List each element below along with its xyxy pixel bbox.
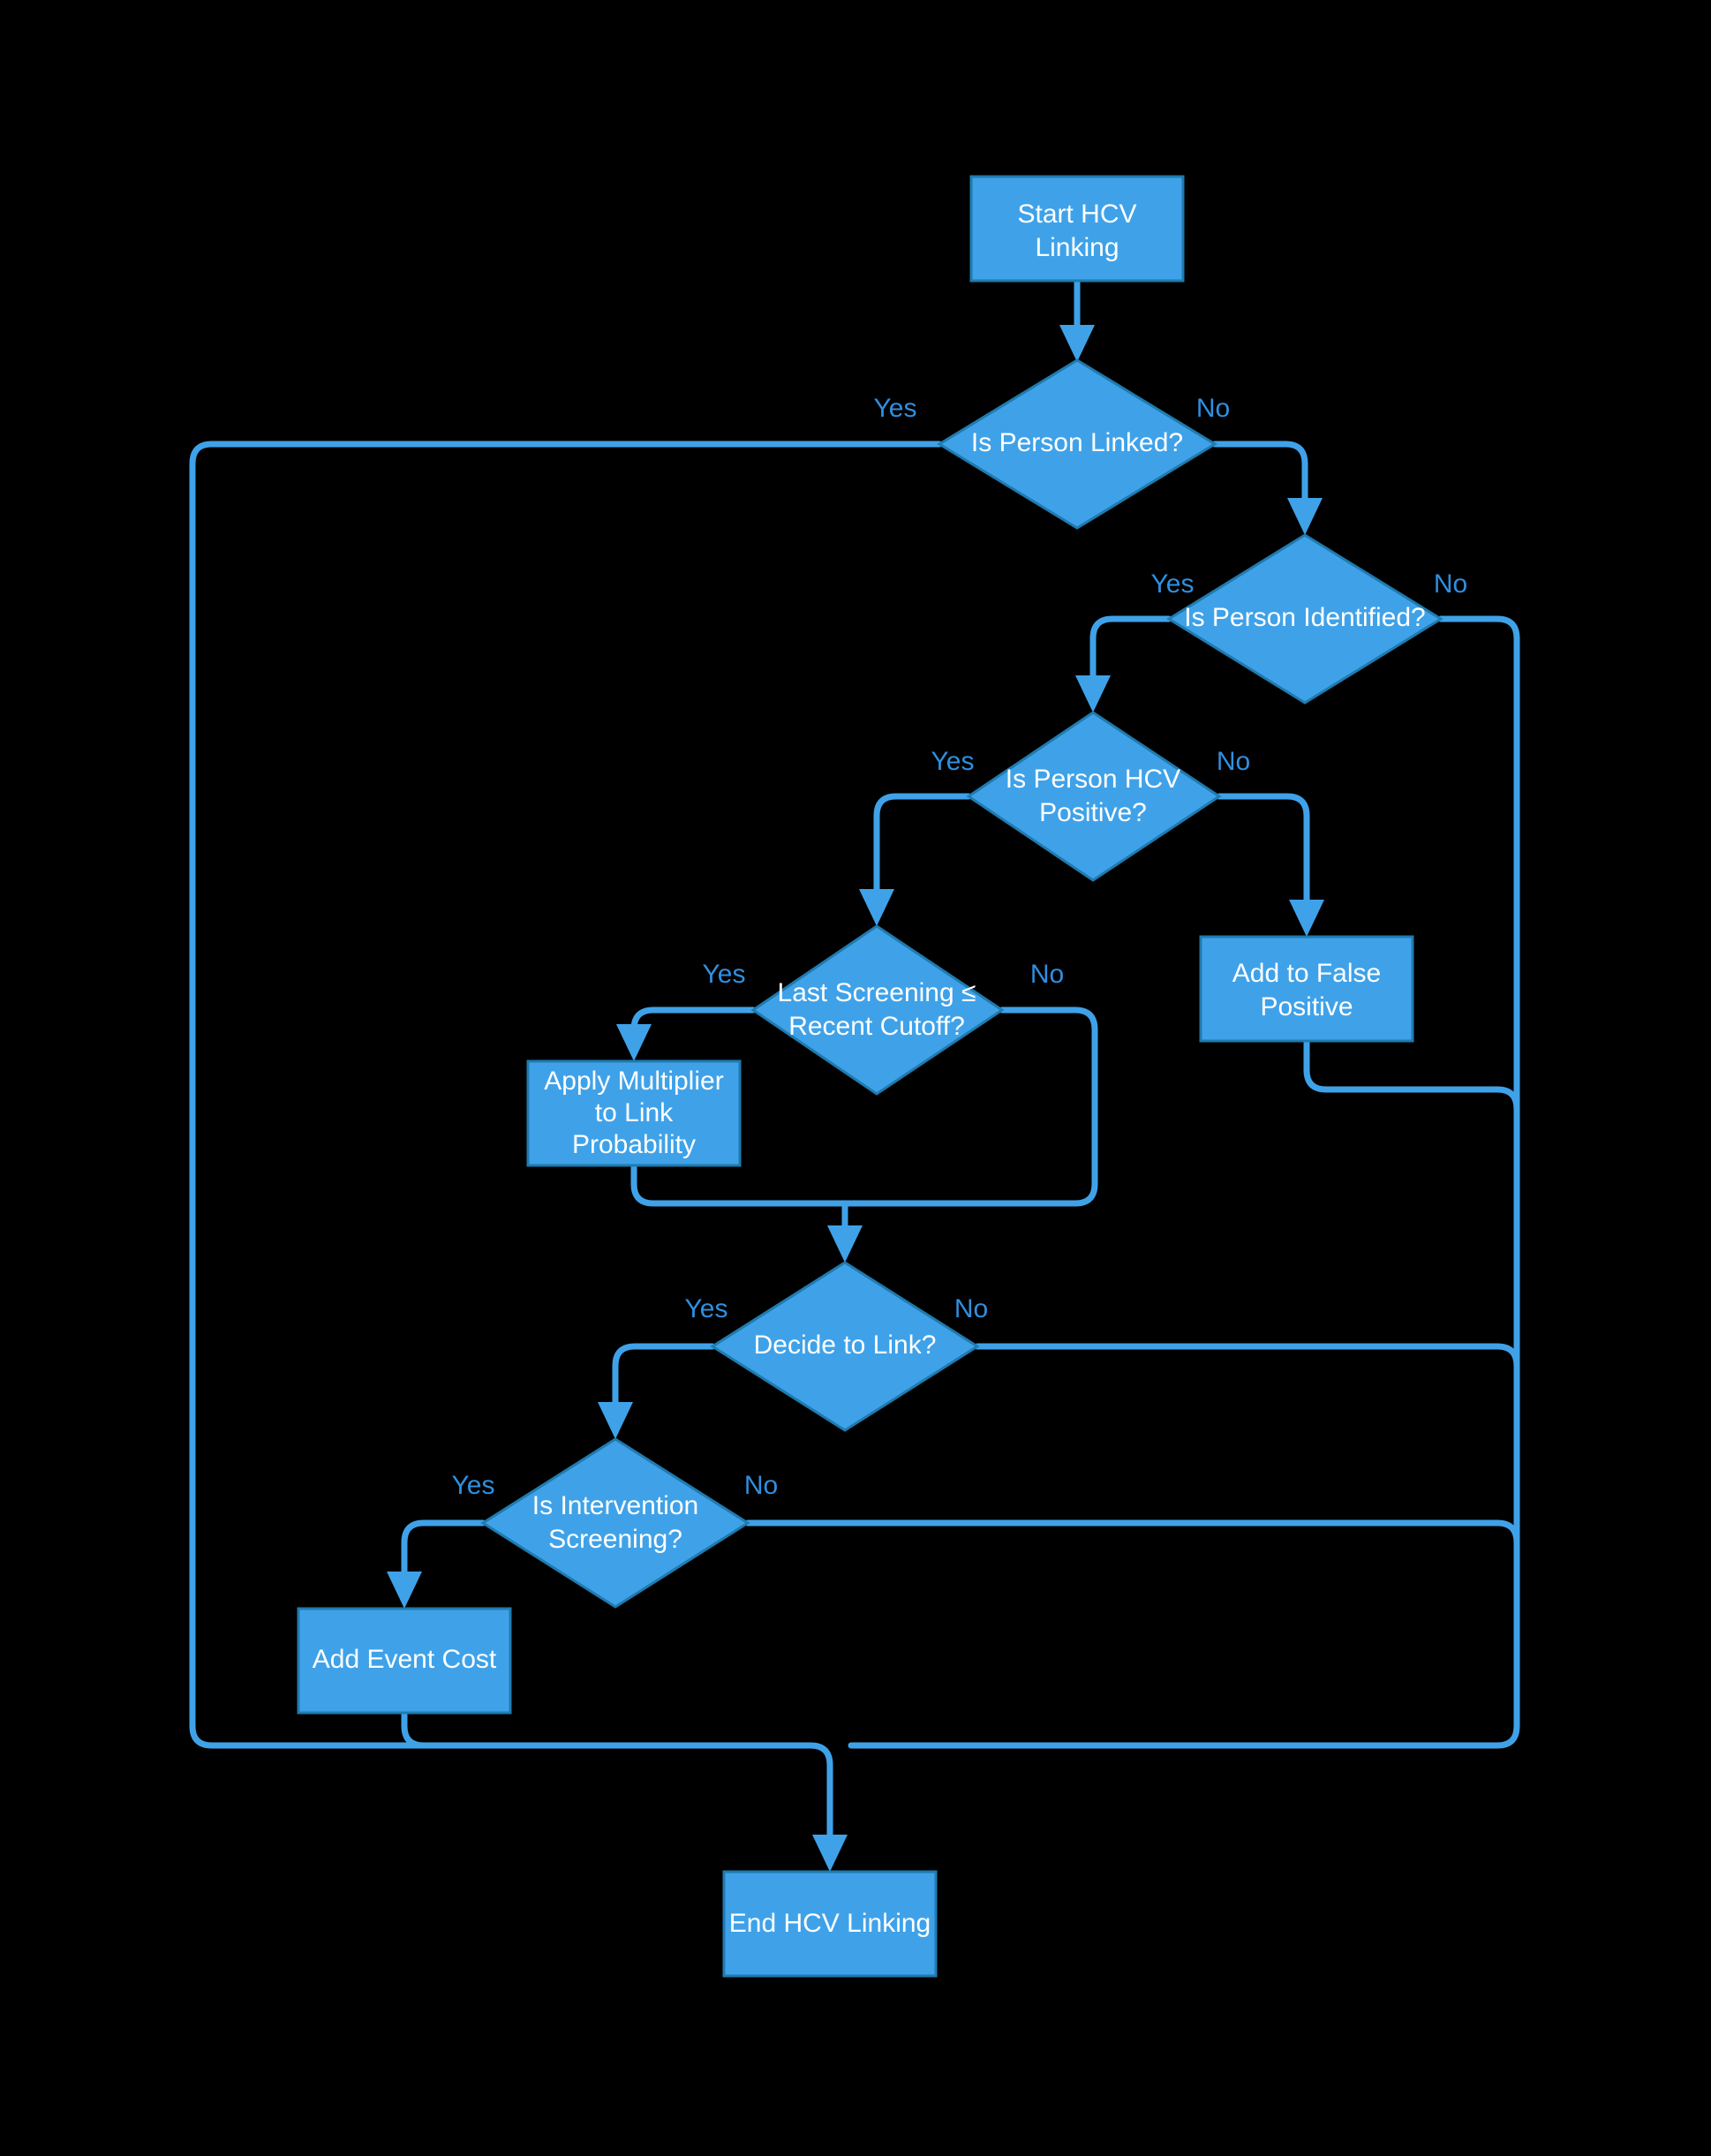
node-is-person-identified[interactable]: Is Person Identified? [1166, 533, 1443, 705]
arrowhead-start-to-linked [1059, 325, 1095, 362]
node-apply-multiplier-shape [526, 1059, 742, 1167]
arrowhead-to-decide [827, 1225, 863, 1263]
edge-decide-no-to-right-rail [974, 1343, 1520, 1369]
node-end-hcv-linking[interactable]: End HCV Linking [722, 1870, 938, 1978]
edge-label-intervention-no: No [744, 1471, 778, 1500]
node-apply-multiplier-label-line3: Probability [572, 1130, 696, 1159]
node-add-to-false-positive-label-line2: Positive [1260, 992, 1353, 1021]
arrowhead-decide-yes [598, 1402, 633, 1439]
edge-cutoff-no-to-decide [841, 1006, 1098, 1207]
edges-layer [189, 277, 1520, 1872]
node-last-screening-cutoff-shape [750, 924, 1005, 1096]
edge-decide-yes-to-intervention [612, 1343, 716, 1423]
arrowhead-identified-yes [1075, 675, 1111, 712]
node-end-hcv-linking-label: End HCV Linking [729, 1909, 931, 1938]
edge-label-identified-no: No [1434, 569, 1467, 599]
node-start-label-line1: Start HCV [1017, 200, 1136, 229]
node-is-person-hcv-positive-label-line2: Positive? [1039, 798, 1147, 827]
edge-hcvpos-yes-to-cutoff [873, 793, 972, 910]
node-is-person-hcv-positive[interactable]: Is Person HCV Positive? [966, 711, 1222, 882]
edge-intervention-yes-to-eventcost [401, 1519, 486, 1593]
edge-label-hcvpos-yes: Yes [931, 747, 975, 776]
edge-multiplier-to-decide [630, 1162, 848, 1247]
node-is-person-linked[interactable]: Is Person Linked? [937, 358, 1217, 530]
node-add-event-cost[interactable]: Add Event Cost [297, 1607, 512, 1715]
node-add-event-cost-label: Add Event Cost [313, 1645, 497, 1674]
arrowhead-linked-no [1287, 498, 1323, 535]
node-last-screening-cutoff[interactable]: Last Screening ≤ Recent Cutoff? [750, 924, 1005, 1096]
nodes-layer: Start HCV Linking Is Person Linked? Is P… [297, 175, 1443, 1978]
edge-falsepos-to-right-rail [1303, 1037, 1520, 1112]
node-last-screening-cutoff-label-line1: Last Screening ≤ [778, 978, 976, 1007]
node-is-person-linked-shape [937, 358, 1217, 530]
edge-intervention-no-to-right-rail [744, 1519, 1520, 1546]
node-is-person-identified-label: Is Person Identified? [1184, 603, 1426, 632]
edge-label-linked-no: No [1196, 394, 1230, 423]
node-is-intervention-screening[interactable]: Is Intervention Screening? [480, 1437, 750, 1609]
edge-labels-layer: Yes No Yes No Yes No Yes No Yes No Yes N… [452, 394, 1468, 1500]
edge-eventcost-to-merge [401, 1709, 812, 1749]
edge-merge-to-end [807, 1742, 833, 1856]
arrowhead-merge-to-end [812, 1835, 848, 1872]
node-is-person-linked-label: Is Person Linked? [971, 428, 1183, 457]
edge-label-linked-yes: Yes [874, 394, 917, 423]
edge-linked-no-to-identified [1211, 441, 1308, 519]
node-add-to-false-positive-label-line1: Add to False [1232, 959, 1381, 988]
node-end-hcv-linking-shape [722, 1870, 938, 1978]
node-is-person-hcv-positive-shape [966, 711, 1222, 882]
edge-hcvpos-no-to-falsepos [1216, 793, 1310, 921]
node-add-event-cost-shape [297, 1607, 512, 1715]
edge-linked-yes-to-merge [189, 441, 943, 1749]
node-add-to-false-positive-shape [1199, 935, 1414, 1043]
node-apply-multiplier-label-line2: to Link [595, 1098, 674, 1127]
node-last-screening-cutoff-label-line2: Recent Cutoff? [788, 1012, 965, 1041]
edge-label-hcvpos-no: No [1217, 747, 1250, 776]
node-is-person-hcv-positive-label-line1: Is Person HCV [1006, 765, 1180, 794]
arrowhead-intervention-yes [387, 1572, 422, 1609]
edge-identified-no-to-merge [848, 615, 1520, 1749]
node-start-shape [969, 175, 1185, 283]
node-is-intervention-screening-label-line1: Is Intervention [532, 1491, 698, 1520]
arrowhead-hcvpos-yes [859, 889, 894, 926]
arrowhead-hcvpos-no [1289, 900, 1324, 937]
edge-cutoff-yes-to-multiplier [630, 1006, 757, 1045]
node-is-intervention-screening-label-line2: Screening? [548, 1525, 682, 1554]
edge-label-decide-no: No [954, 1294, 988, 1323]
node-is-intervention-screening-shape [480, 1437, 750, 1609]
node-apply-multiplier-label-line1: Apply Multiplier [544, 1067, 723, 1096]
edge-label-intervention-yes: Yes [452, 1471, 495, 1500]
edge-label-cutoff-yes: Yes [703, 960, 746, 989]
node-decide-to-link-shape [710, 1261, 980, 1432]
node-is-person-identified-shape [1166, 533, 1443, 705]
node-decide-to-link-label: Decide to Link? [754, 1331, 937, 1360]
edge-label-cutoff-no: No [1030, 960, 1064, 989]
edge-label-identified-yes: Yes [1151, 569, 1195, 599]
node-start-hcv-linking[interactable]: Start HCV Linking [969, 175, 1185, 283]
arrowhead-cutoff-yes [616, 1024, 652, 1061]
node-start-label-line2: Linking [1035, 233, 1119, 262]
node-add-to-false-positive[interactable]: Add to False Positive [1199, 935, 1414, 1043]
node-decide-to-link[interactable]: Decide to Link? [710, 1261, 980, 1432]
edge-label-decide-yes: Yes [685, 1294, 728, 1323]
node-apply-multiplier[interactable]: Apply Multiplier to Link Probability [526, 1059, 742, 1167]
edge-identified-yes-to-hcvpos [1089, 615, 1172, 697]
